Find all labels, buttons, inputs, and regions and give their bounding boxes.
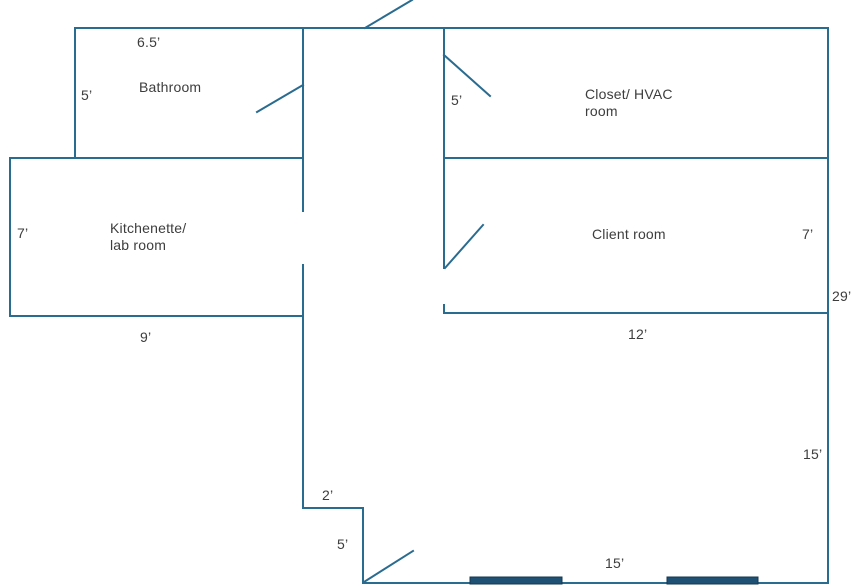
room-bathroom-label: Bathroom: [139, 79, 202, 95]
dim-closet-height-label: 5’: [451, 92, 463, 108]
door-entry-top-swing-line: [363, 0, 414, 30]
dim-bottom-width-label: 15’: [605, 555, 625, 571]
room-kitchenette-label: Kitchenette/ lab room: [110, 220, 187, 253]
dim-bathroom-height-label: 5’: [81, 87, 93, 103]
dim-kitchenette-height-label: 7’: [17, 225, 29, 241]
door-bathroom-swing-line: [255, 83, 305, 114]
dim-client-height-label: 7’: [802, 226, 814, 242]
room-closet-hvac-label: Closet/ HVAC room: [585, 86, 673, 119]
dim-client-width-label: 12’: [628, 326, 648, 342]
dim-total-height-label: 29’: [832, 288, 852, 304]
door-client-room-swing-line: [443, 223, 485, 270]
window-bottom-right: [666, 576, 759, 585]
door-closet-swing-line: [442, 53, 492, 98]
door-exterior-lower-swing-line: [362, 549, 415, 584]
dim-kitchenette-width-label: 9’: [140, 329, 152, 345]
dim-hall-jog-label: 2’: [322, 487, 334, 503]
dim-hall-lower-label: 5’: [337, 536, 349, 552]
dim-lower-right-height-label: 15’: [803, 446, 823, 462]
room-client-label: Client room: [592, 226, 666, 242]
dim-bathroom-width-label: 6.5’: [137, 34, 161, 50]
window-bottom-left: [469, 576, 563, 585]
